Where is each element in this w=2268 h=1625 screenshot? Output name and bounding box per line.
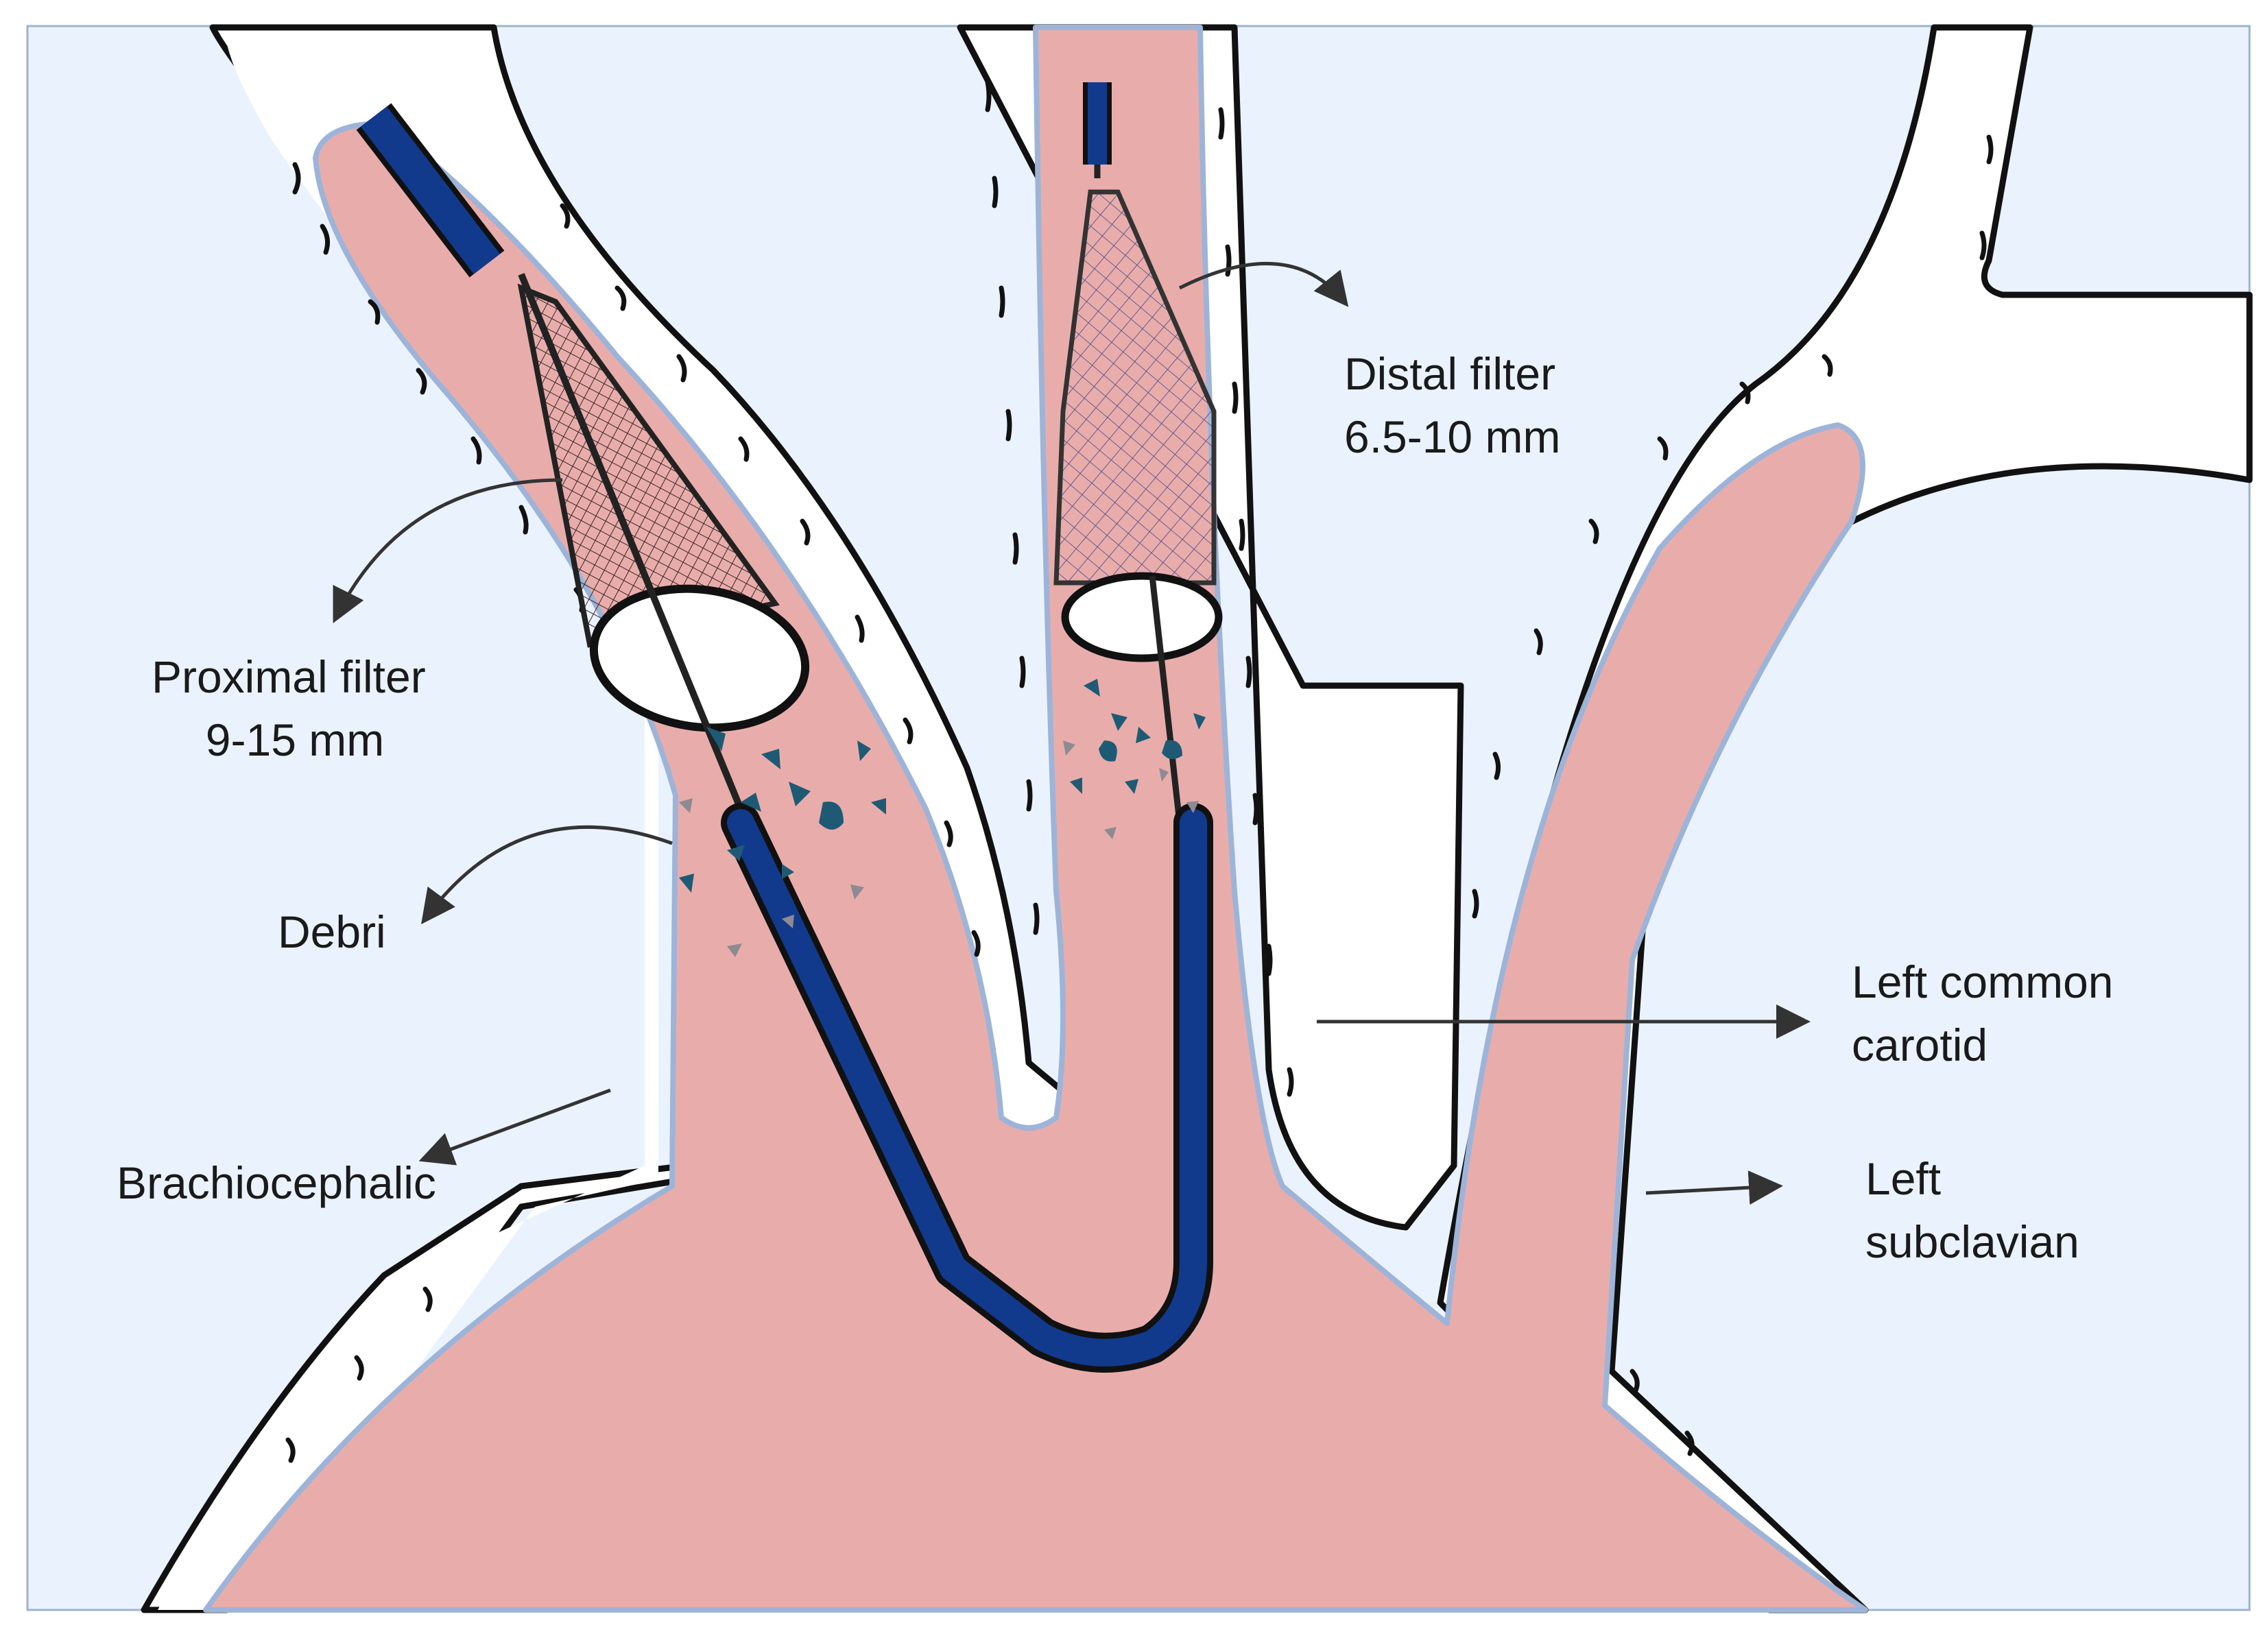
proximal-filter xyxy=(517,273,810,810)
label-proximal-filter: Proximal filter 9-15 mm xyxy=(152,651,438,765)
debris xyxy=(679,679,1206,957)
arrow-proximal-filter xyxy=(333,478,563,623)
label-distal-filter-line2: 6.5-10 mm xyxy=(1344,411,1560,462)
label-left-subclavian-line1: Left xyxy=(1865,1153,1941,1204)
label-distal-filter-line1: Distal filter xyxy=(1344,348,1555,399)
annotation-arrows xyxy=(333,262,1811,1205)
label-left-common-carotid-line1: Left common xyxy=(1852,956,2114,1007)
arrow-debri xyxy=(421,825,673,925)
label-proximal-filter-line1: Proximal filter xyxy=(152,651,426,702)
label-brachiocephalic: Brachiocephalic xyxy=(117,1157,436,1208)
distal-filter-ring xyxy=(1061,572,1223,662)
wall-texture xyxy=(285,80,1994,1463)
label-left-common-carotid: Left common carotid xyxy=(1852,956,2126,1070)
label-left-subclavian: Left subclavian xyxy=(1865,1153,2079,1267)
arrow-left-subclavian xyxy=(1645,1170,1783,1205)
arrow-distal-filter xyxy=(1178,262,1349,307)
label-left-common-carotid-line2: carotid xyxy=(1852,1020,1988,1070)
label-proximal-filter-line2: 9-15 mm xyxy=(206,714,384,765)
distal-filter xyxy=(1053,82,1223,823)
label-debri: Debri xyxy=(278,906,386,957)
label-distal-filter: Distal filter 6.5-10 mm xyxy=(1344,348,1568,462)
label-left-subclavian-line2: subclavian xyxy=(1865,1216,2079,1267)
proximal-filter-ring xyxy=(589,584,810,732)
arrow-brachiocephalic xyxy=(418,1088,611,1166)
